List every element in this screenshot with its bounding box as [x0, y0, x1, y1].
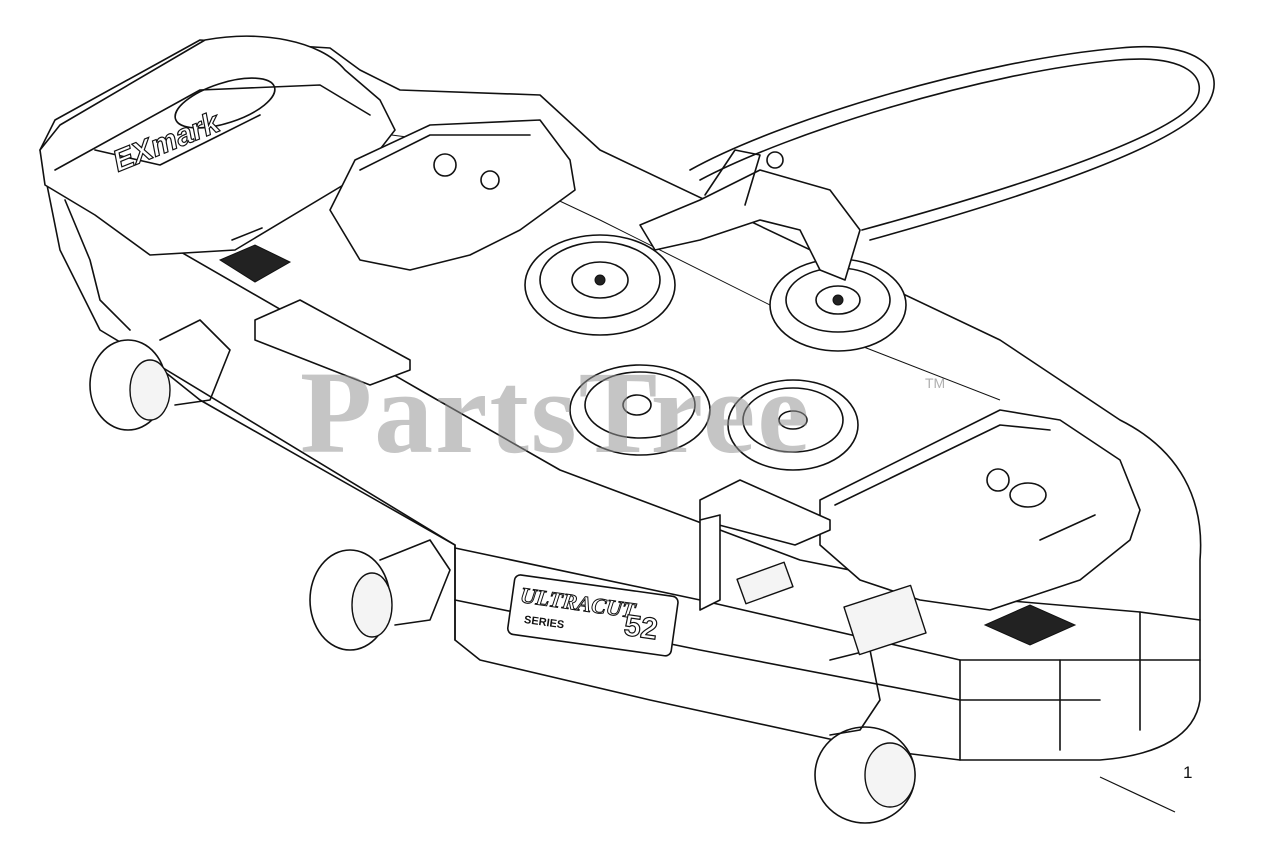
callout-leader-line — [1099, 776, 1176, 813]
v-belt — [689, 46, 1215, 241]
right-belt-cover — [819, 409, 1141, 611]
watermark-trademark: TM — [925, 375, 946, 391]
info-decal-right — [843, 584, 927, 656]
caster-wheel-right — [814, 649, 916, 824]
caster-wheel-front-left — [309, 539, 451, 651]
deck-bracket-left — [254, 299, 411, 386]
callout-label: 1 — [1183, 763, 1193, 782]
idler-arm — [639, 149, 861, 281]
idler-pulley-left — [569, 364, 711, 456]
warning-decal-right — [983, 604, 1077, 646]
info-decal-center — [736, 561, 794, 605]
product-badge: ULTRACUT SERIES 52 — [506, 574, 679, 657]
product-badge-number: 52 — [622, 609, 660, 646]
caster-wheel-rear-left — [89, 319, 231, 431]
left-belt-cover — [39, 35, 396, 331]
deck-bracket-right — [699, 479, 831, 611]
product-badge-sub: SERIES — [523, 614, 565, 632]
center-belt-cover — [329, 119, 576, 271]
warning-decal-left — [218, 227, 292, 283]
idler-pulley-right — [727, 379, 859, 471]
spindle-pulley-left — [524, 234, 676, 336]
